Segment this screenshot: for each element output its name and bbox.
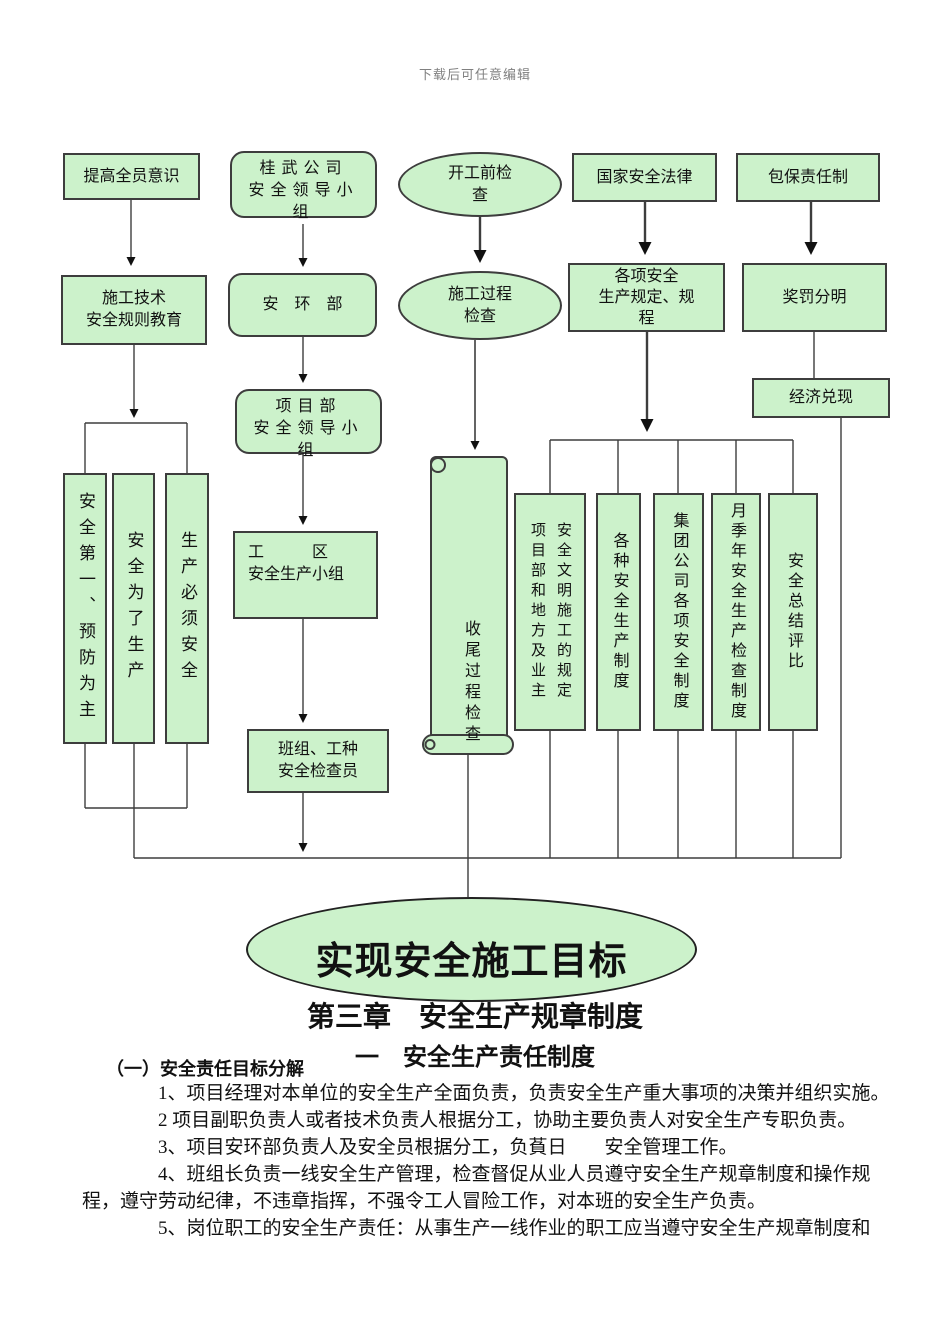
node-national-safety-law: 国家安全法律 bbox=[572, 153, 717, 202]
node-safety-production-rules: 各项安全 生产规定、规 程 bbox=[568, 263, 725, 332]
paragraph-2: 2 项目副职负责人或者技术负责人根据分工，协助主要负责人对安全生产专职负责。 bbox=[158, 1110, 857, 1131]
node-closing-process-check-label: 收尾过程检查 bbox=[462, 620, 479, 746]
node-safety-env-dept: 安 环 部 bbox=[228, 273, 377, 337]
paragraph-5: 5、岗位职工的安全生产责任：从事生产一线作业的职工应当遵守安全生产规章制度和 bbox=[158, 1218, 871, 1239]
node-team-safety-inspectors: 班组、工种 安全检查员 bbox=[247, 729, 389, 793]
node-economic-cash: 经济兑现 bbox=[752, 378, 890, 418]
node-safety-summary-appraisal: 安全总结评比 bbox=[768, 493, 818, 731]
node-monthly-quarterly-annual-checks: 月季年安全生产检查制度 bbox=[711, 493, 761, 731]
node-baobao-responsibility: 包保责任制 bbox=[736, 153, 880, 202]
node-various-safety-systems: 各种安全生产制度 bbox=[596, 493, 641, 731]
node-construction-tech-education: 施工技术 安全规则教育 bbox=[61, 275, 207, 345]
paragraph-1: 1、项目经理对本单位的安全生产全面负责，负责安全生产重大事项的决策并组织实施。 bbox=[158, 1083, 890, 1104]
scroll-shape bbox=[422, 456, 514, 755]
node-work-area-safety-group: 工 区 安全生产小组 bbox=[233, 531, 378, 619]
node-civilized-construction-rules: 安全文明施工的规定 项目部和地方及业主 bbox=[514, 493, 586, 731]
chapter-heading: 第三章 安全生产规章制度 bbox=[306, 1002, 643, 1033]
node-project-dept-safety-group: 项目部 安全领导小 组 bbox=[235, 389, 382, 459]
section-heading: 一 安全生产责任制度 bbox=[355, 1045, 595, 1071]
node-pre-construction-check: 开工前检 查 bbox=[398, 152, 562, 217]
node-goal-achieve-safe-construction: 实现安全施工目标 bbox=[246, 897, 697, 1002]
node-production-must-be-safe: 生产必须安全 bbox=[165, 473, 209, 744]
node-safety-for-production: 安全为了生产 bbox=[112, 473, 155, 744]
paragraph-3: 3、项目安环部负责人及安全员根据分工，负萯日 安全管理工作。 bbox=[158, 1137, 738, 1158]
subsection-heading: （一）安全责任目标分解 bbox=[106, 1059, 304, 1079]
body-paragraphs: 1、项目经理对本单位的安全生产全面负责，负责安全生产重大事项的决策并组织实施。 … bbox=[82, 1080, 892, 1242]
node-group-company-systems: 集团公司各项安全制度 bbox=[653, 493, 704, 731]
node-guiwu-company-safety-group: 桂武公司 安全领导小 组 bbox=[230, 151, 377, 221]
node-safety-first: 安全第一、预防为主 bbox=[63, 473, 107, 744]
watermark-text: 下载后可任意编辑 bbox=[418, 67, 531, 82]
node-raise-awareness: 提高全员意识 bbox=[63, 153, 200, 200]
node-reward-punishment: 奖罚分明 bbox=[742, 263, 887, 332]
paragraph-4: 4、班组长负责一线安全生产管理，检查督促从业人员遵守安全生产规章制度和操作规程，… bbox=[82, 1164, 871, 1212]
node-construction-process-check: 施工过程 检查 bbox=[398, 271, 562, 340]
